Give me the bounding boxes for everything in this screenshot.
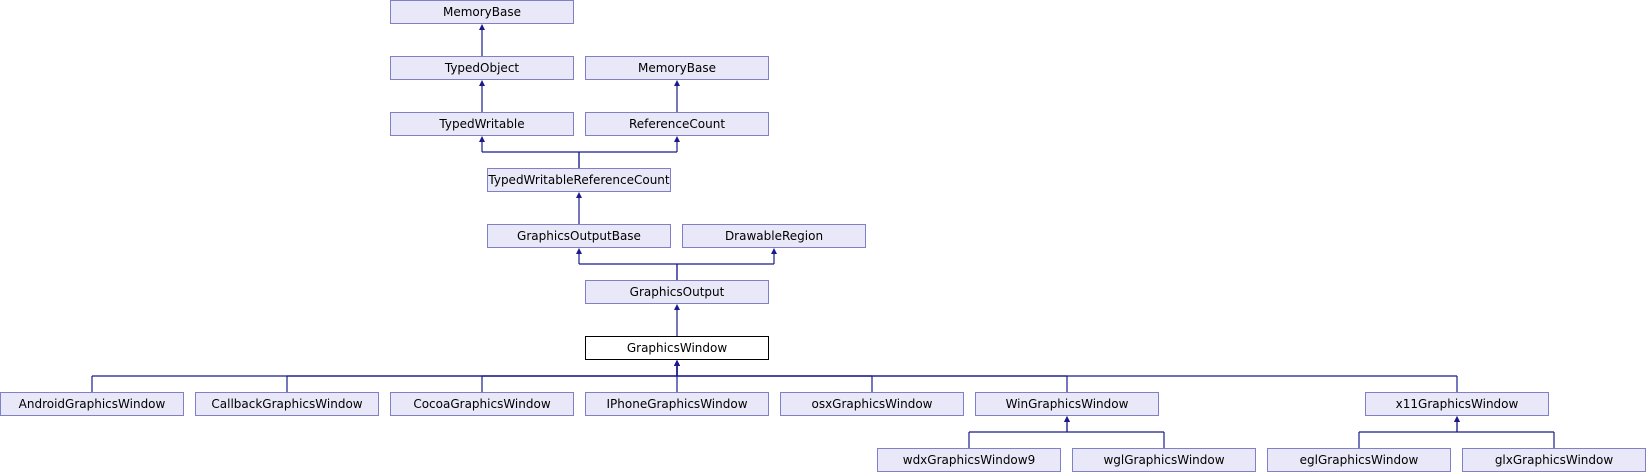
- edge-typedobject-to-memorybase_a-arrowhead: [479, 24, 485, 30]
- node-osxgraphicswindow[interactable]: osxGraphicsWindow: [780, 392, 964, 416]
- edge-typedwritablereferencecount-to-referencecount-arrowhead: [674, 136, 680, 142]
- node-glxgraphicswindow[interactable]: glxGraphicsWindow: [1462, 448, 1646, 472]
- node-callbackgraphicswindow[interactable]: CallbackGraphicsWindow: [195, 392, 379, 416]
- node-eglgraphicswindow[interactable]: eglGraphicsWindow: [1267, 448, 1451, 472]
- node-typedwritable[interactable]: TypedWritable: [390, 112, 574, 136]
- edge-graphicswindow-to-graphicsoutput-arrowhead: [674, 304, 680, 310]
- edge-glxgraphicswindow-to-x11graphicswindow-arrowhead: [1454, 416, 1460, 422]
- edge-graphicsoutputbase-to-typedwritablereferencecount-arrowhead: [576, 192, 582, 198]
- node-graphicsoutputbase[interactable]: GraphicsOutputBase: [487, 224, 671, 248]
- edge-typedwritablereferencecount-to-typedwritable-arrowhead: [479, 136, 485, 142]
- node-wingraphicswindow[interactable]: WinGraphicsWindow: [975, 392, 1159, 416]
- node-graphicsoutput[interactable]: GraphicsOutput: [585, 280, 769, 304]
- node-typedwritablereferencecount[interactable]: TypedWritableReferenceCount: [487, 168, 671, 192]
- edge-typedwritable-to-typedobject-arrowhead: [479, 80, 485, 86]
- edge-referencecount-to-memorybase_b-arrowhead: [674, 80, 680, 86]
- node-memorybase-2[interactable]: MemoryBase: [585, 56, 769, 80]
- node-graphicswindow-current[interactable]: GraphicsWindow: [585, 336, 769, 360]
- edge-graphicsoutput-to-drawableregion-arrowhead: [771, 248, 777, 254]
- node-androidgraphicswindow[interactable]: AndroidGraphicsWindow: [0, 392, 184, 416]
- edge-graphicsoutput-to-graphicsoutputbase-arrowhead: [576, 248, 582, 254]
- node-wglgraphicswindow[interactable]: wglGraphicsWindow: [1072, 448, 1256, 472]
- edge-wglgraphicswindow-to-wingraphicswindow-arrowhead: [1064, 416, 1070, 422]
- node-drawableregion[interactable]: DrawableRegion: [682, 224, 866, 248]
- node-typedobject[interactable]: TypedObject: [390, 56, 574, 80]
- edge-x11graphicswindow-to-graphicswindow-arrowhead: [674, 360, 680, 366]
- node-x11graphicswindow[interactable]: x11GraphicsWindow: [1365, 392, 1549, 416]
- node-cocoagraphicswindow[interactable]: CocoaGraphicsWindow: [390, 392, 574, 416]
- node-memorybase[interactable]: MemoryBase: [390, 0, 574, 24]
- node-iphonegraphicswindow[interactable]: IPhoneGraphicsWindow: [585, 392, 769, 416]
- node-wdxgraphicswindow9[interactable]: wdxGraphicsWindow9: [877, 448, 1061, 472]
- node-referencecount[interactable]: ReferenceCount: [585, 112, 769, 136]
